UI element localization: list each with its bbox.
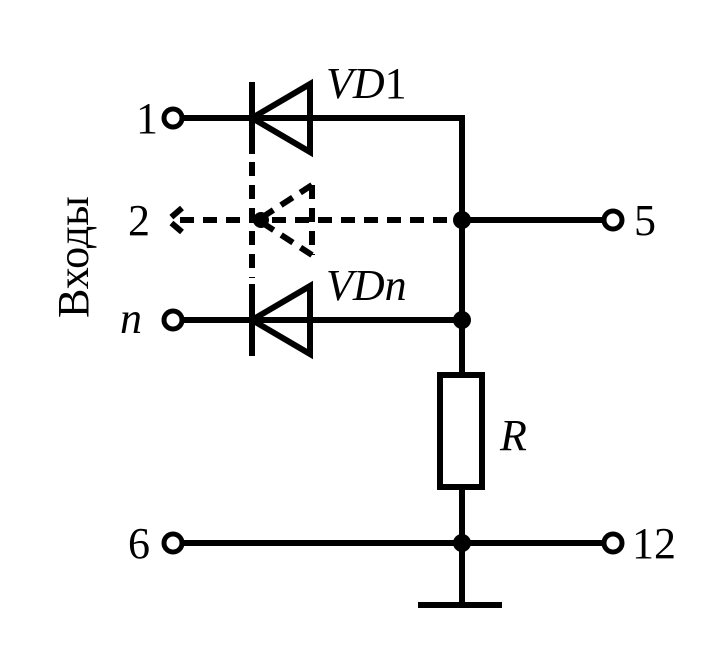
- inputs-label: Входы: [49, 196, 98, 318]
- wires: [180, 115, 605, 608]
- junction-node-dashed: [253, 212, 269, 228]
- terminal-12: [601, 531, 625, 555]
- diode-vd1: [246, 78, 313, 158]
- diode-vdn-label: VDn: [326, 261, 407, 310]
- terminal-6: [161, 531, 185, 555]
- terminal-n: [161, 308, 185, 332]
- resistor-r: [437, 372, 485, 490]
- pin-n-label: n: [120, 294, 142, 343]
- diode-vdn-triangle: [246, 280, 313, 360]
- diode-vd1-label-suffix: 1: [385, 59, 407, 108]
- junction-node: [453, 534, 471, 552]
- junction-node: [453, 311, 471, 329]
- pin-1-label: 1: [136, 94, 158, 143]
- terminal-1: [161, 106, 185, 130]
- pin-5-label: 5: [634, 196, 656, 245]
- diode-vd1-triangle: [246, 78, 313, 158]
- input-2-dashed-branch: [163, 162, 462, 278]
- pin-12-label: 12: [632, 519, 676, 568]
- terminal-2-partial: [163, 205, 184, 235]
- terminal-5: [601, 208, 625, 232]
- pin-2-label: 2: [128, 196, 150, 245]
- pin-6-label: 6: [128, 519, 150, 568]
- diode-vdn: [246, 280, 313, 360]
- diode-vd1-label-prefix: VD: [326, 59, 385, 108]
- junction-node: [453, 211, 471, 229]
- diode-vd1-label: VD1: [326, 59, 407, 108]
- resistor-label: R: [499, 411, 527, 460]
